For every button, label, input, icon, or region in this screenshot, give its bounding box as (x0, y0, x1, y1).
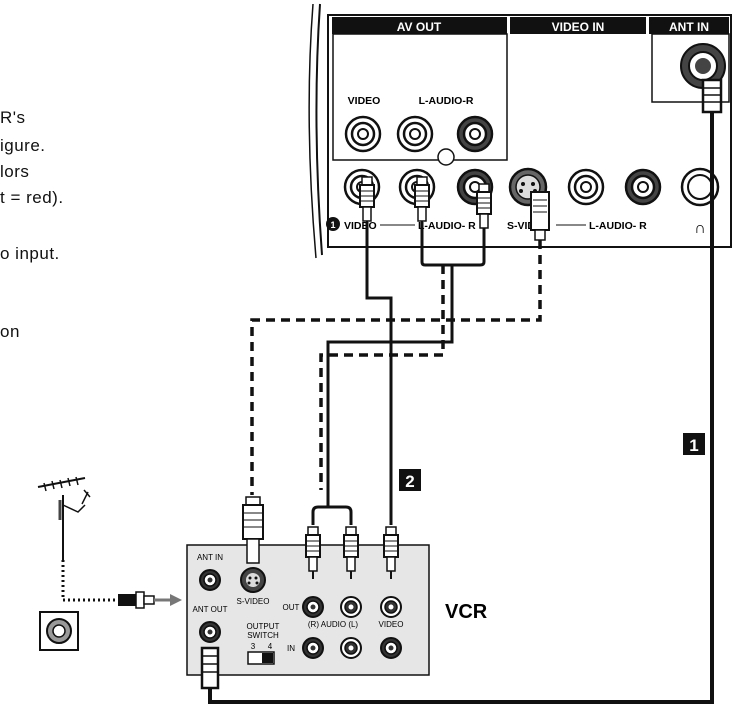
cable-label-1-box (683, 433, 705, 455)
vcr-svideo-label: S-VIDEO (237, 597, 270, 606)
instruction-text-line: on (0, 322, 20, 341)
vcr-video-out-jack[interactable] (380, 596, 402, 618)
vcr-panel: ANT IN ANT OUT S-VIDEO OUTPUT SWITCH 3 4… (186, 544, 488, 676)
cables (208, 110, 714, 704)
headphone-icon: ∩ (694, 220, 706, 237)
vcr-audio-out-l-jack[interactable] (340, 596, 362, 618)
av-out-video-label: VIDEO (348, 95, 381, 107)
vcr-ant-out-jack[interactable] (199, 621, 221, 643)
vcr-switch-4: 4 (268, 642, 273, 651)
vcr-audio-label: (R) AUDIO (L) (308, 620, 359, 629)
av-out-header (332, 17, 507, 34)
av-out-video-jack[interactable] (344, 115, 382, 153)
vcr-video-label: VIDEO (379, 620, 404, 629)
video-in-2-jack[interactable] (567, 168, 605, 206)
tv-antenna-jack-core (695, 58, 711, 74)
headphone-jack[interactable] (680, 167, 720, 207)
svideo-plug-vcr (242, 496, 264, 564)
instruction-text-line: o input. (0, 244, 60, 263)
video-in-label: VIDEO IN (552, 20, 605, 34)
vcr-out-label: OUT (283, 603, 300, 612)
vcr-audio-out-r-jack[interactable] (302, 596, 324, 618)
svideo-plug-tv (530, 191, 550, 241)
audio-cable-split-vcr (311, 505, 353, 525)
cable-label-2: 2 (405, 472, 414, 491)
vcr-title: VCR (445, 601, 488, 623)
cable-label-2-box (399, 469, 421, 491)
vcr-ant-in-jack[interactable] (199, 569, 221, 591)
coax-plug-icon (118, 591, 182, 609)
panel-badge (326, 217, 340, 231)
bottom-audio-label: L-AUDIO- R (418, 220, 476, 232)
video-in-header (510, 17, 646, 34)
av-out-label: AV OUT (397, 20, 442, 34)
vcr-ant-in-label: ANT IN (197, 553, 223, 562)
panel-badge-number: 1 (330, 220, 335, 230)
tv-housing-edge (315, 3, 323, 256)
audio-cable (326, 265, 454, 492)
wall-outlet-icon (39, 611, 79, 651)
vcr-output-switch-line2: SWITCH (247, 631, 279, 640)
audio-link-circle (437, 148, 455, 166)
vcr-output-switch-line1: OUTPUT (247, 622, 280, 631)
vcr-audio-in-l-jack[interactable] (340, 637, 362, 659)
vcr-switch-3: 3 (251, 642, 256, 651)
instruction-text-line: igure. (0, 136, 46, 155)
av-out-audio-label: L-AUDIO-R (419, 95, 474, 107)
audio-cable-alt-dashed (319, 265, 445, 490)
av-out-audio-r-jack[interactable] (456, 115, 494, 153)
bottom-l-audio-r-label: L-AUDIO- R (589, 220, 647, 232)
vcr-svideo-jack[interactable] (240, 567, 266, 593)
svideo-cable-dashed (250, 240, 542, 495)
bottom-video-label: VIDEO (344, 220, 377, 232)
tv-back-panel: AV OUT VIDEO IN ANT IN VIDEO L-AUDIO-R (308, 3, 732, 259)
vcr-output-switch[interactable] (247, 651, 275, 665)
instruction-text-line: lors (0, 162, 30, 181)
instruction-text-line: t = red). (0, 188, 64, 207)
av-out-audio-l-jack[interactable] (396, 115, 434, 153)
cable-label-1: 1 (689, 436, 698, 455)
tv-housing-edge (308, 3, 317, 259)
vcr-ant-out-label: ANT OUT (193, 605, 228, 614)
audio-in-2-jack[interactable] (624, 168, 662, 206)
antenna-plug-vcr (200, 646, 220, 690)
antenna-icon (37, 476, 91, 560)
vcr-in-label: IN (287, 644, 295, 653)
vcr-audio-in-r-jack[interactable] (302, 637, 324, 659)
antenna-feed-dotted (61, 560, 120, 602)
vcr-video-in-jack[interactable] (380, 637, 402, 659)
antenna-cable (208, 110, 714, 704)
ant-in-label: ANT IN (669, 20, 709, 34)
instruction-text-line: R's (0, 108, 26, 127)
antenna-plug-tv (701, 78, 723, 114)
ant-in-header (649, 17, 729, 34)
video-cable (365, 222, 393, 525)
